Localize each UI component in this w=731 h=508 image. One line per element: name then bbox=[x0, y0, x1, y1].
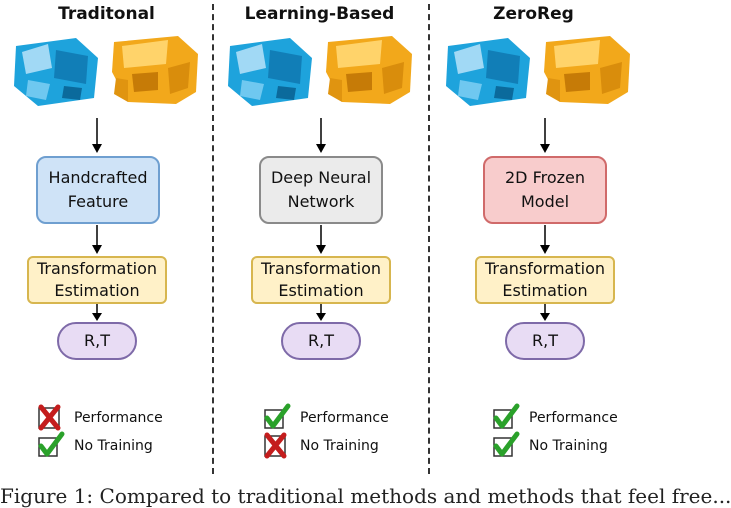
legend-row-performance: Performance bbox=[264, 403, 389, 430]
arrow-down-icon bbox=[92, 304, 102, 321]
legend-row-no-training: No Training bbox=[264, 432, 379, 459]
transformation-line-1: Transformation bbox=[260, 259, 382, 278]
point-cloud-pair-zeroreg bbox=[440, 28, 635, 112]
legend-label: No Training bbox=[300, 438, 379, 454]
target-point-cloud-icon bbox=[326, 36, 412, 104]
column-divider bbox=[212, 4, 214, 474]
arrow-down-icon bbox=[540, 225, 550, 254]
point-cloud-pair-traditional bbox=[8, 28, 203, 112]
source-point-cloud-icon bbox=[14, 38, 98, 106]
arrow-down-icon bbox=[540, 304, 550, 321]
output-rt-label: R,T bbox=[84, 331, 110, 350]
check-icon bbox=[38, 431, 65, 458]
transformation-line-2: Estimation bbox=[278, 281, 364, 300]
legend-label: No Training bbox=[529, 438, 608, 454]
model-box-line-2: Feature bbox=[67, 192, 129, 211]
check-icon bbox=[264, 403, 291, 430]
model-box-line-1: Handcrafted bbox=[48, 168, 148, 187]
legend-row-no-training: No Training bbox=[38, 431, 153, 458]
column-divider bbox=[428, 4, 430, 474]
model-box-line-2: Network bbox=[287, 192, 355, 211]
arrow-down-icon bbox=[92, 118, 102, 153]
arrow-down-icon bbox=[540, 118, 550, 153]
output-rt-box: R,T bbox=[281, 322, 361, 360]
target-point-cloud-icon bbox=[112, 36, 198, 104]
point-cloud-pair-learning-based bbox=[222, 28, 417, 112]
arrow-down-icon bbox=[316, 225, 326, 254]
check-icon bbox=[493, 403, 520, 430]
model-box-line-1: Deep Neural bbox=[270, 168, 372, 187]
legend-label: Performance bbox=[529, 410, 618, 426]
output-rt-box: R,T bbox=[57, 322, 137, 360]
legend-row-no-training: No Training bbox=[493, 431, 608, 458]
legend-label: Performance bbox=[74, 410, 163, 426]
source-point-cloud-icon bbox=[446, 38, 530, 106]
legend-label: Performance bbox=[300, 410, 389, 426]
column-title-zeroreg: ZeroReg bbox=[493, 4, 574, 24]
column-title-learning-based: Learning-Based bbox=[244, 4, 395, 24]
arrow-down-icon bbox=[316, 304, 326, 321]
legend-label: No Training bbox=[74, 438, 153, 454]
legend-row-performance: Performance bbox=[38, 404, 163, 431]
transformation-line-2: Estimation bbox=[54, 281, 140, 300]
transformation-line-1: Transformation bbox=[484, 259, 606, 278]
model-box-line-2: Model bbox=[520, 192, 570, 211]
cross-icon bbox=[38, 404, 64, 431]
output-rt-label: R,T bbox=[532, 331, 558, 350]
source-point-cloud-icon bbox=[228, 38, 312, 106]
output-rt-box: R,T bbox=[505, 322, 585, 360]
transformation-line-1: Transformation bbox=[36, 259, 158, 278]
output-rt-label: R,T bbox=[308, 331, 334, 350]
arrow-down-icon bbox=[92, 225, 102, 254]
figure-caption: Figure 1: Compared to traditional method… bbox=[0, 484, 731, 508]
legend-row-performance: Performance bbox=[493, 403, 618, 430]
transformation-line-2: Estimation bbox=[502, 281, 588, 300]
arrow-down-icon bbox=[316, 118, 326, 153]
model-box-line-1: 2D Frozen bbox=[504, 168, 586, 187]
check-icon bbox=[493, 431, 520, 458]
target-point-cloud-icon bbox=[544, 36, 630, 104]
cross-icon bbox=[264, 432, 290, 459]
column-title-traditional: Traditonal bbox=[58, 4, 155, 24]
